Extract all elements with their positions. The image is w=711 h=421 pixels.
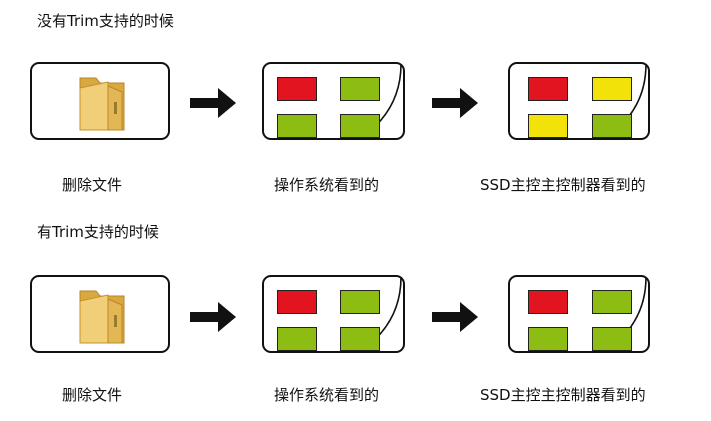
os-block [340, 290, 380, 314]
os-view-box [262, 275, 405, 353]
ssd-block [592, 327, 632, 351]
os-block [277, 290, 317, 314]
ssd-block [592, 290, 632, 314]
folder-icon [79, 290, 125, 344]
ssd-block [592, 77, 632, 101]
ssd-block [528, 114, 568, 138]
ssd-view-box [508, 275, 650, 353]
folder-icon [79, 77, 125, 131]
os-block [340, 77, 380, 101]
caption-ssd-view: SSD主控主控制器看到的 [480, 386, 646, 404]
section-heading: 没有Trim支持的时候 [37, 12, 174, 30]
deleted-file-box [30, 62, 170, 140]
arrow-right-icon [432, 88, 478, 118]
ssd-view-box [508, 62, 650, 140]
os-block [340, 114, 380, 138]
section-with-trim: 有Trim支持的时候 删除文件 操作系统看到的 SSD主控主控制器看到的 [0, 221, 711, 421]
arrow-right-icon [432, 302, 478, 332]
os-block [277, 327, 317, 351]
ssd-block [592, 114, 632, 138]
os-block [277, 77, 317, 101]
deleted-file-box [30, 275, 170, 353]
caption-os-view: 操作系统看到的 [274, 176, 380, 194]
caption-ssd-view: SSD主控主控制器看到的 [480, 176, 646, 194]
caption-delete-file: 删除文件 [62, 386, 123, 404]
section-without-trim: 没有Trim支持的时候 删除文件 操作系统看到的 SSD主控主控制器看到 [0, 0, 711, 200]
os-view-box [262, 62, 405, 140]
os-block [340, 327, 380, 351]
arrow-right-icon [190, 302, 236, 332]
section-heading: 有Trim支持的时候 [37, 223, 159, 241]
os-block [277, 114, 317, 138]
ssd-block [528, 327, 568, 351]
ssd-block [528, 77, 568, 101]
ssd-block [528, 290, 568, 314]
caption-delete-file: 删除文件 [62, 176, 123, 194]
caption-os-view: 操作系统看到的 [274, 386, 380, 404]
arrow-right-icon [190, 88, 236, 118]
